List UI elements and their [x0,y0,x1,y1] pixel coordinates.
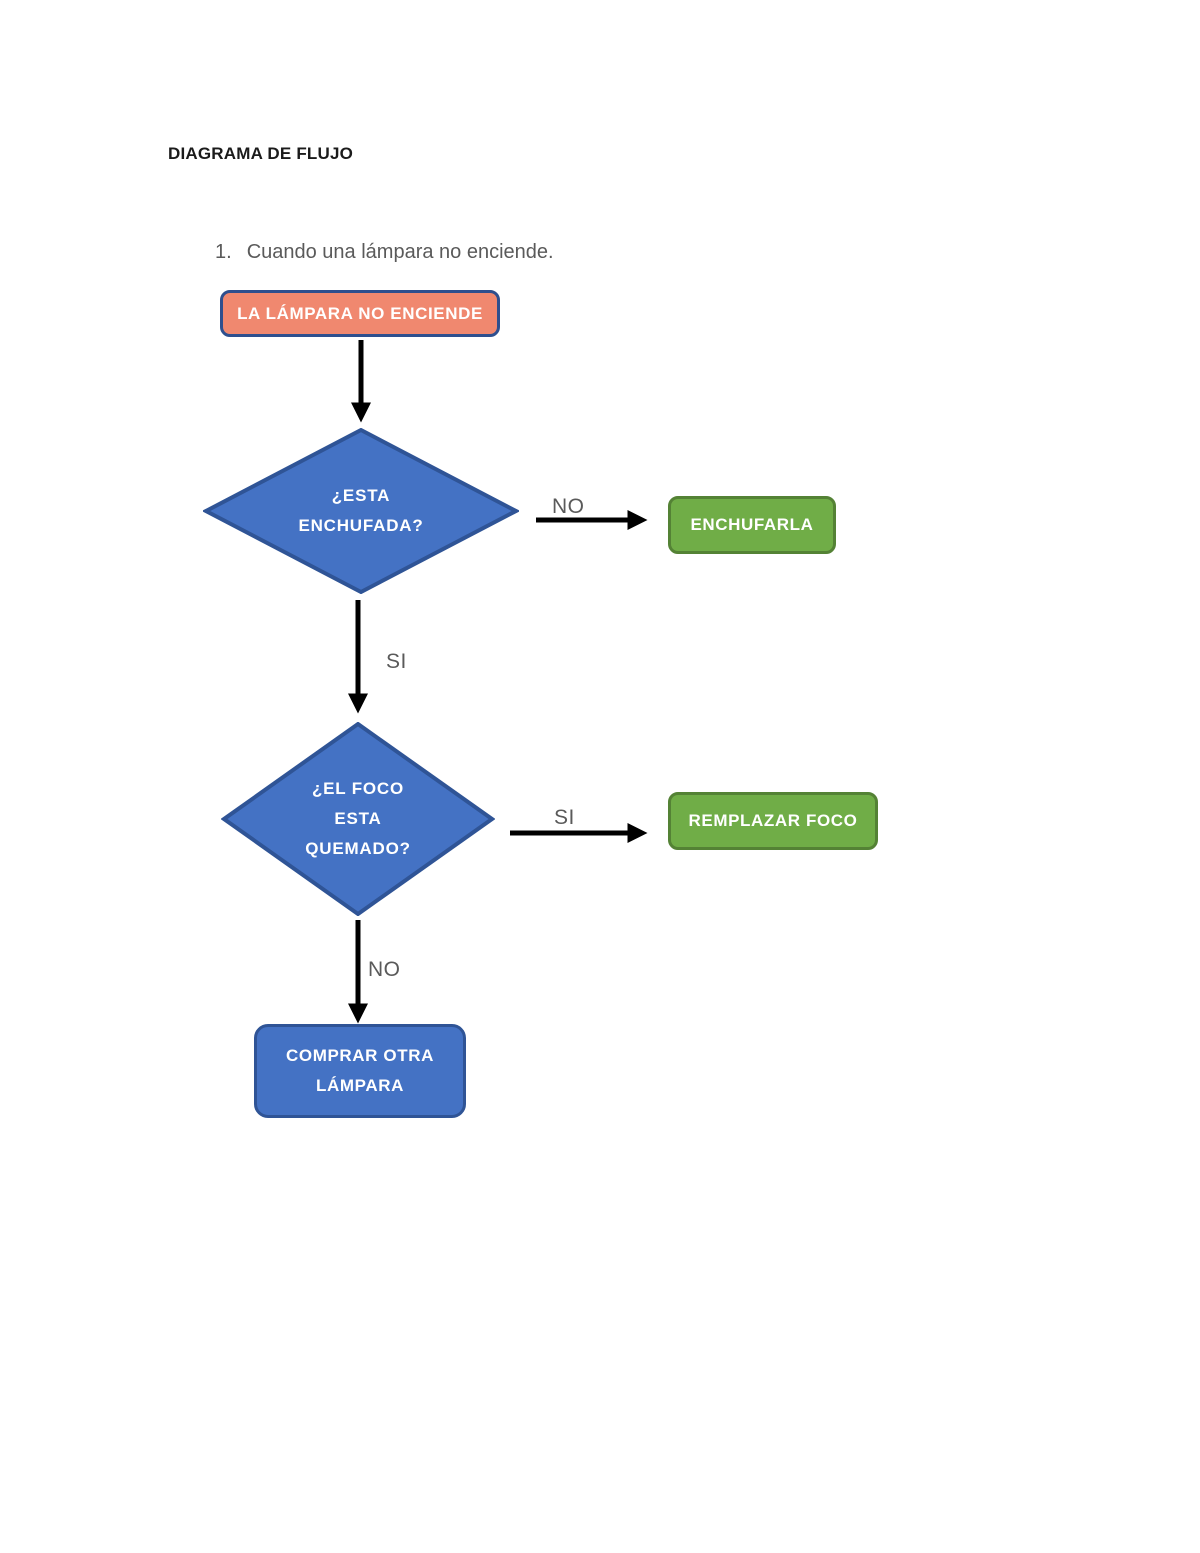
action-node-enchufarla: ENCHUFARLA [668,496,836,554]
edge-label-si: SI [386,650,407,673]
action-node-label: REMPLAZAR FOCO [688,811,858,830]
list-text: Cuando una lámpara no enciende. [246,241,554,263]
list-item: 1. Cuando una lámpara no enciende. [215,241,554,264]
edge-label-si: SI [554,806,575,829]
diamond-shape [203,428,519,594]
decision-node-label: ¿EL FOCO ESTA QUEMADO? [305,779,411,858]
edge-label-no: NO [552,495,585,518]
action-node-remplazar-foco: REMPLAZAR FOCO [668,792,878,850]
start-node-label: LA LÁMPARA NO ENCIENDE [237,303,483,323]
decision-node-esta-enchufada: ¿ESTA ENCHUFADA? [203,428,519,594]
decision-node-label: ¿ESTA ENCHUFADA? [298,486,424,535]
page-title: DIAGRAMA DE FLUJO [168,144,354,163]
start-node-la-lampara-no-enciende: LA LÁMPARA NO ENCIENDE [220,290,500,337]
edge-label-no: NO [368,958,401,981]
decision-node-el-foco-esta-quemado: ¿EL FOCO ESTA QUEMADO? [221,722,495,916]
diamond-shape [221,722,495,916]
terminal-node-label: COMPRAR OTRA LÁMPARA [286,1046,434,1095]
terminal-node-comprar-otra-lampara: COMPRAR OTRA LÁMPARA [254,1024,466,1118]
action-node-label: ENCHUFARLA [690,515,814,534]
list-number: 1. [215,241,232,263]
